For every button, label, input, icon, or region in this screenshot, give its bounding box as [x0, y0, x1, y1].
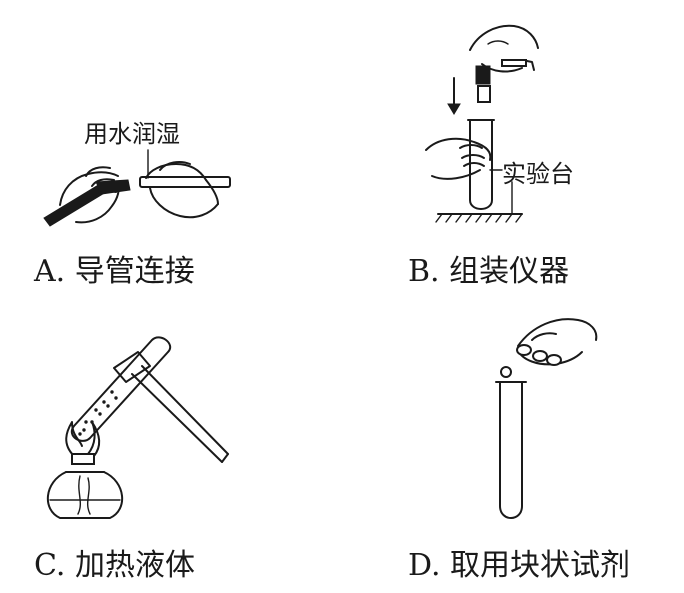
heating-liquid-illustration	[46, 336, 229, 519]
caption-a: A. 导管连接	[34, 254, 195, 289]
caption-b: B. 组装仪器	[408, 254, 570, 289]
apparatus-assembly-illustration	[425, 24, 539, 223]
tube-connection-illustration	[43, 149, 231, 227]
panel-a: 用水润湿 A. 导管连接	[0, 0, 342, 296]
lab-bench-label: 实验台	[502, 160, 574, 188]
panel-d: D. 取用块状试剂	[342, 296, 684, 593]
caption-c: C. 加热液体	[34, 548, 195, 583]
caption-d: D. 取用块状试剂	[408, 548, 631, 583]
panel-c: C. 加热液体	[0, 296, 342, 593]
solid-reagent-illustration	[495, 318, 598, 519]
wet-with-water-label: 用水润湿	[84, 120, 180, 148]
panel-b: 实验台 B. 组装仪器	[342, 0, 684, 296]
